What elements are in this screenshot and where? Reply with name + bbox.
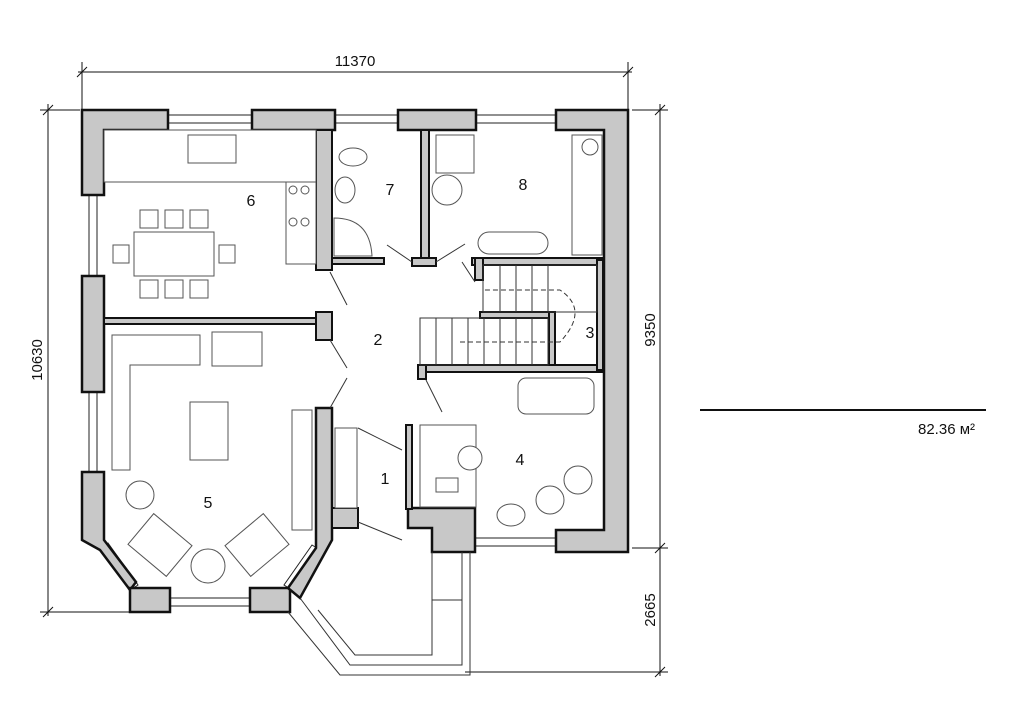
staircase (334, 264, 598, 509)
room-6-label: 6 (247, 193, 256, 210)
room-5-label: 5 (204, 495, 213, 512)
dimension-depth: 10630 (29, 339, 46, 381)
room-7-label: 7 (386, 182, 395, 199)
room-2-label: 2 (374, 332, 383, 349)
area-separator-line (700, 409, 986, 411)
dimension-lines (40, 62, 668, 678)
room-8-label: 8 (519, 177, 528, 194)
room-1-label: 1 (381, 471, 390, 488)
dimension-width: 11370 (335, 53, 376, 70)
room-3-label: 3 (586, 325, 595, 342)
dimension-porch-depth: 2665 (642, 593, 659, 626)
dimension-house-depth: 9350 (642, 313, 659, 346)
porch (287, 552, 471, 676)
furniture (103, 129, 603, 584)
door-swings (329, 243, 476, 541)
total-area: 82.36 м² (918, 421, 976, 438)
room-4-label: 4 (516, 452, 525, 469)
interior-walls (103, 129, 605, 529)
